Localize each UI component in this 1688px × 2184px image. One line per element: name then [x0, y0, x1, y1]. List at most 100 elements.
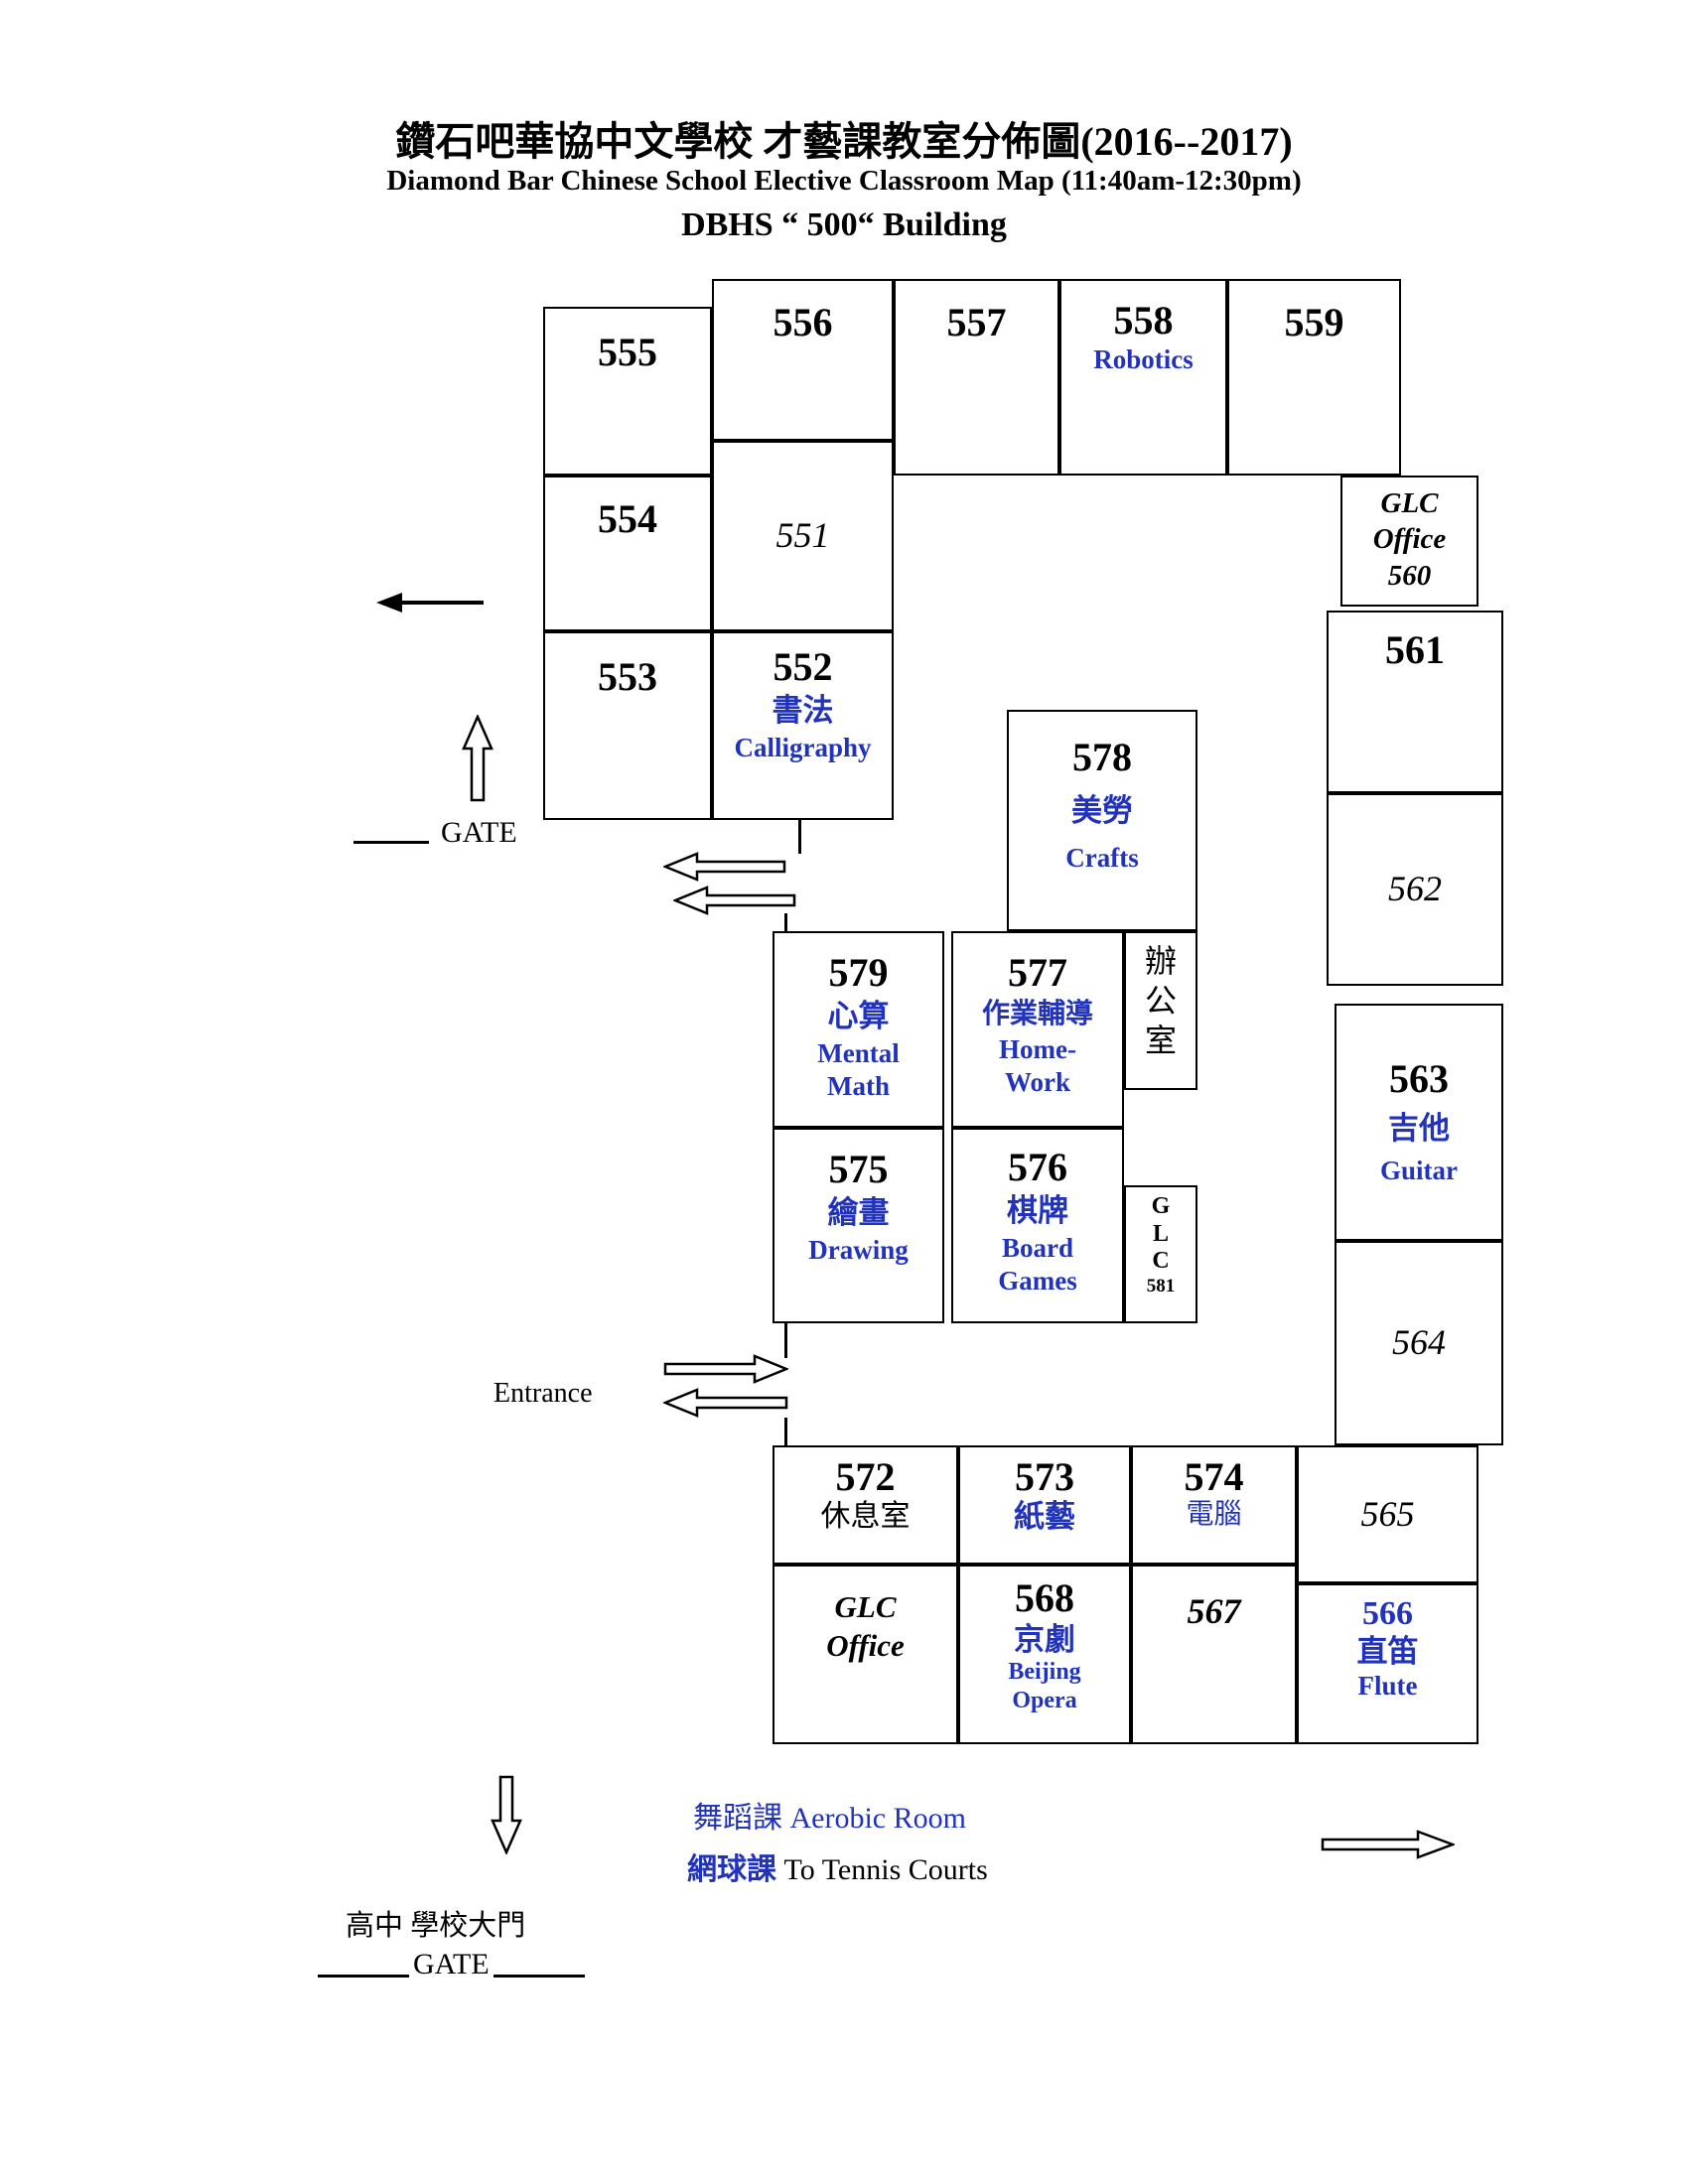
room-name-en-line1: Home-: [999, 1033, 1076, 1064]
room-566: 566 直笛 Flute: [1297, 1583, 1478, 1744]
room-560-glc-office: GLC Office 560: [1340, 476, 1478, 607]
entrance-arrow-right-icon: [663, 1354, 790, 1389]
room-name-en-line2: Work: [1004, 1066, 1070, 1097]
corridor-line: [784, 1321, 787, 1358]
glc-label: GLC: [834, 1589, 897, 1624]
room-577: 577 作業輔導 Home- Work: [951, 931, 1124, 1128]
room-number: 575: [828, 1147, 889, 1191]
gate-arrow-up-icon: [462, 713, 493, 807]
tennis-label-en: To Tennis Courts: [783, 1853, 988, 1886]
room-number: 566: [1362, 1595, 1413, 1632]
room-564: 564: [1335, 1241, 1503, 1445]
room-number: 581: [1146, 1275, 1176, 1297]
room-glc-office-bottom: GLC Office: [773, 1565, 958, 1744]
room-name-en-line2: Math: [827, 1070, 890, 1101]
room-number: 572: [835, 1454, 896, 1499]
bottom-arrow-down-icon: [491, 1775, 522, 1859]
room-567: 567: [1131, 1565, 1297, 1744]
main-gate-label-en: GATE: [413, 1948, 490, 1980]
tennis-label-zh: 網球課: [687, 1853, 776, 1886]
room-573: 573 紙藝: [958, 1445, 1131, 1565]
room-number: 576: [1008, 1145, 1067, 1189]
building-title: DBHS “ 500“ Building: [681, 206, 1007, 243]
glc-char-2: L: [1152, 1220, 1169, 1247]
room-number: 574: [1184, 1454, 1244, 1499]
aerobic-label-zh: 舞蹈課: [693, 1802, 782, 1835]
glc-char-1: G: [1151, 1193, 1171, 1219]
room-name-en: Drawing: [808, 1234, 909, 1265]
room-name-zh: 美勞: [1071, 792, 1133, 828]
room-number: 558: [1113, 298, 1174, 342]
office-label: Office: [826, 1627, 905, 1663]
glc-label: GLC: [1380, 487, 1439, 519]
office-char-1: 辦: [1144, 943, 1177, 979]
room-551: 551: [712, 441, 894, 631]
room-number: 553: [598, 654, 657, 699]
room-name-zh: 心算: [827, 998, 890, 1033]
room-name-zh: 吉他: [1388, 1110, 1450, 1146]
door-arrow-left-icon: [661, 852, 786, 887]
room-name-en: Crafts: [1065, 842, 1139, 873]
room-574: 574 電腦: [1131, 1445, 1297, 1565]
room-name-en-line2: Opera: [1012, 1688, 1077, 1714]
room-number: 557: [946, 300, 1007, 344]
gate-underline: [353, 841, 429, 844]
main-gate-label-zh: 高中 學校大門: [346, 1910, 526, 1942]
room-572: 572 休息室: [773, 1445, 958, 1565]
room-glc-581: G L C 581: [1124, 1185, 1197, 1323]
office-char-3: 室: [1144, 1023, 1177, 1058]
room-name-en: Robotics: [1093, 343, 1194, 374]
gate-underline: [318, 1975, 409, 1978]
room-number: 565: [1360, 1493, 1415, 1534]
door-arrow-left-icon: [671, 886, 796, 920]
room-559: 559: [1227, 279, 1401, 476]
room-name-en-line1: Beijing: [1008, 1658, 1081, 1685]
room-name-zh: 休息室: [820, 1499, 911, 1533]
room-name-zh: 京劇: [1014, 1621, 1075, 1657]
room-568: 568 京劇 Beijing Opera: [958, 1565, 1131, 1744]
room-name-en: Calligraphy: [734, 732, 872, 762]
room-number: 561: [1385, 627, 1445, 672]
room-number: 567: [1187, 1591, 1241, 1631]
gate-underline: [492, 1975, 585, 1978]
room-number: 578: [1072, 735, 1132, 779]
room-553: 553: [543, 631, 712, 820]
room-563: 563 吉他 Guitar: [1335, 1004, 1503, 1241]
room-556: 556: [712, 279, 894, 441]
room-name-zh: 書法: [772, 692, 834, 728]
room-number: 551: [775, 515, 830, 556]
room-number: 555: [598, 330, 657, 374]
room-number: 568: [1015, 1575, 1074, 1620]
office-char-2: 公: [1144, 983, 1177, 1019]
entrance-arrow-left-icon: [661, 1388, 788, 1423]
room-name-zh: 電腦: [1186, 1498, 1242, 1530]
room-565: 565: [1297, 1445, 1478, 1583]
room-number: 552: [773, 644, 833, 689]
room-office: 辦 公 室: [1124, 931, 1197, 1090]
room-576: 576 棋牌 Board Games: [951, 1128, 1124, 1323]
page-subtitle: Diamond Bar Chinese School Elective Clas…: [386, 165, 1302, 197]
room-name-zh: 棋牌: [1007, 1192, 1068, 1228]
room-number: 573: [1015, 1454, 1074, 1499]
room-578: 578 美勞 Crafts: [1007, 710, 1197, 931]
room-number: 579: [828, 950, 889, 995]
room-555: 555: [543, 307, 712, 476]
room-554: 554: [543, 476, 712, 631]
room-name-zh: 紙藝: [1014, 1498, 1075, 1534]
room-number: 560: [1387, 559, 1432, 592]
room-number: 562: [1388, 869, 1442, 909]
room-name-zh: 繪畫: [827, 1194, 890, 1230]
corridor-line: [784, 913, 787, 933]
room-number: 563: [1389, 1055, 1449, 1101]
room-name-en: Flute: [1357, 1671, 1418, 1702]
room-name-zh: 直笛: [1356, 1634, 1419, 1670]
room-number: 559: [1284, 300, 1344, 344]
room-name-en: Guitar: [1380, 1156, 1458, 1186]
gate-top-label: GATE: [441, 816, 517, 849]
office-label: Office: [1372, 523, 1447, 556]
glc-char-3: C: [1152, 1248, 1170, 1275]
room-name-en-line1: Mental: [817, 1037, 900, 1068]
room-number: 554: [598, 496, 657, 541]
room-name-zh: 作業輔導: [981, 998, 1093, 1029]
